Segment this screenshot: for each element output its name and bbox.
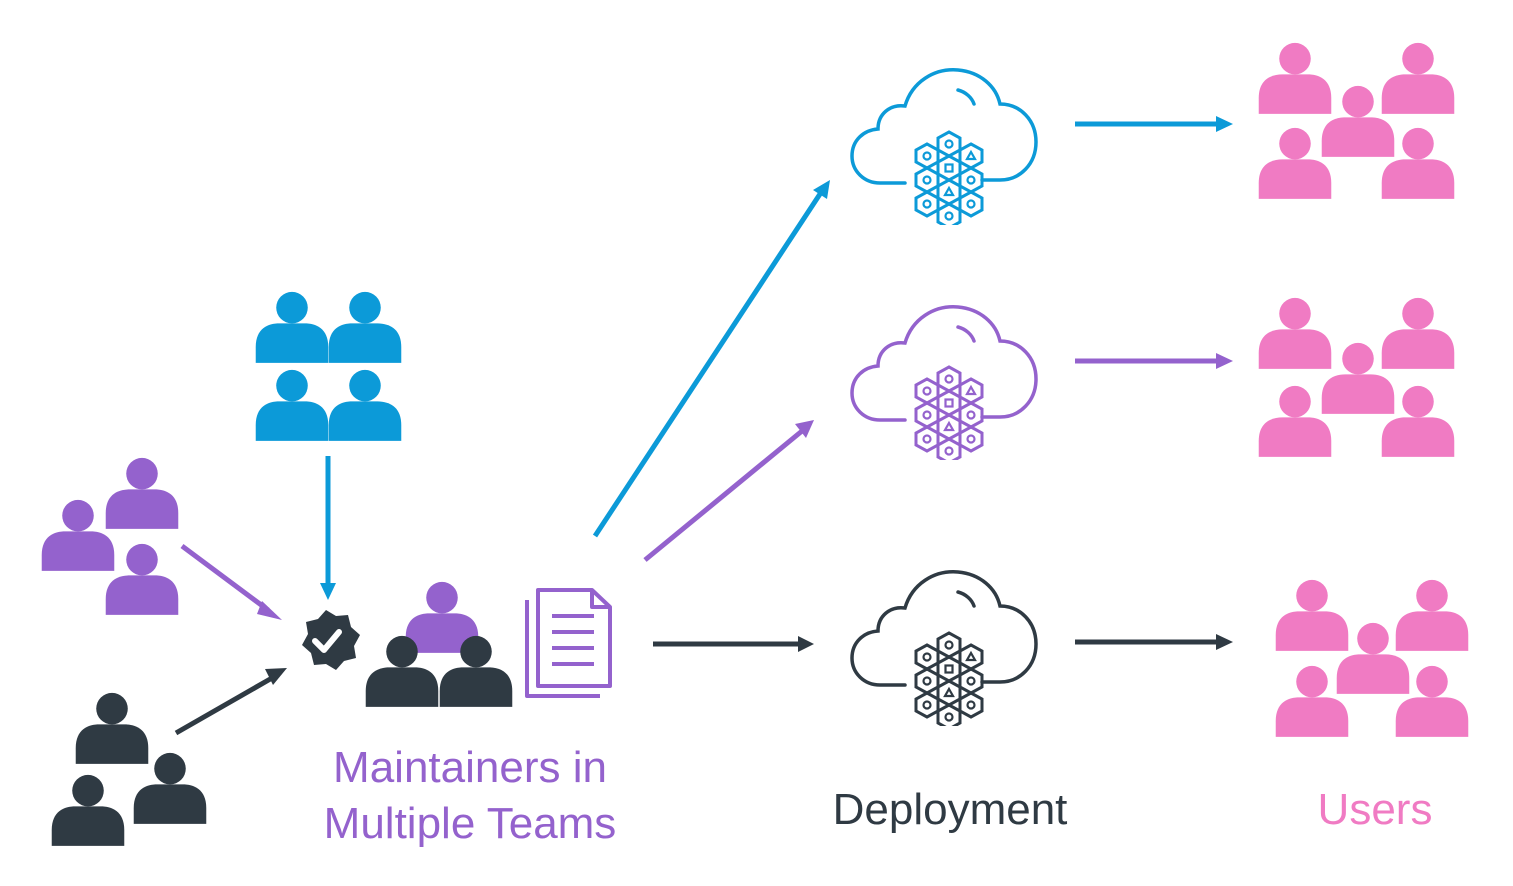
input-arrows [174,456,336,736]
dark-input-arrow [174,675,274,736]
dark-input-arrowhead [265,668,287,685]
purple-input-arrow [180,543,270,613]
dark-deploy-arrowhead [798,636,814,652]
user-arrows [1075,116,1233,650]
maintainers-label-line1: Maintainers in [333,743,607,792]
maintainers-team-icon [365,581,513,707]
maintainers-label: Maintainers in Multiple Teams [290,740,650,852]
blue-team-icon [255,291,402,441]
purple-team-icon [41,457,179,615]
users-group-icon-top [1258,42,1455,199]
maintainers-label-line2: Multiple Teams [323,799,617,848]
blue-user-arrowhead [1216,116,1233,132]
verified-badge-icon [302,610,360,670]
deployment-arrows [592,180,830,652]
users-group-icon-bottom [1275,579,1469,737]
blue-cloud-icon [850,68,1038,225]
users-group-icon-middle [1258,297,1455,457]
blue-input-arrowhead [320,583,336,600]
purple-deploy-arrow [643,429,804,562]
dark-user-arrowhead [1216,634,1233,650]
users-label: Users [1317,785,1433,834]
purple-deploy-arrowhead [795,420,814,438]
documents-icon [525,588,612,698]
purple-input-arrowhead [257,601,282,620]
dark-cloud-icon [850,570,1038,726]
purple-user-arrowhead [1216,353,1233,369]
blue-deploy-arrowhead [813,180,830,199]
dark-team-icon [51,692,207,846]
deployment-label: Deployment [832,785,1068,834]
blue-deploy-arrow [592,192,823,538]
purple-cloud-icon [850,305,1038,460]
